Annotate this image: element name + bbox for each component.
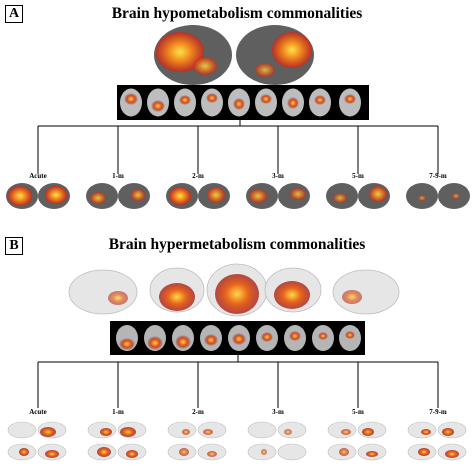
panel-a-axial-slices (120, 88, 361, 117)
panel-a-title: Brain hypometabolism commonalities (111, 5, 363, 22)
panel-b-stage-label-5m: 5-m (352, 408, 364, 416)
panel-a-stage-label-3m: 3-m (272, 172, 284, 180)
panel-b-stage-label-1m: 1-m (112, 408, 124, 416)
panel-b-stage-label-2m: 2-m (192, 408, 204, 416)
panel-b-axial-slices (116, 325, 361, 351)
panel-a-tree-lines (37, 120, 439, 174)
panel-b-tree-lines (37, 355, 439, 408)
panel-b-stage-label-acute: Acute (29, 408, 47, 416)
panel-b-summary-brains (68, 263, 400, 317)
panel-b-title: Brain hypermetabolism commonalities (108, 236, 366, 253)
panel-a-stage-label-1m: 1-m (112, 172, 124, 180)
panel-a-stage-label-2m: 2-m (192, 172, 204, 180)
panel-a-stage-brains (6, 183, 470, 209)
panel-b-stage-brains (7, 421, 467, 461)
panel-a-label: A (5, 5, 23, 23)
panel-a-stage-label-acute: Acute (29, 172, 47, 180)
panel-b-stage-label-3m: 3-m (272, 408, 284, 416)
panel-b-label: B (5, 237, 23, 255)
panel-a-summary-brains (154, 25, 314, 85)
panel-a-stage-label-7-9m: 7-9-m (429, 172, 447, 180)
panel-a-stage-label-5m: 5-m (352, 172, 364, 180)
panel-b-stage-label-7-9m: 7-9-m (429, 408, 447, 416)
